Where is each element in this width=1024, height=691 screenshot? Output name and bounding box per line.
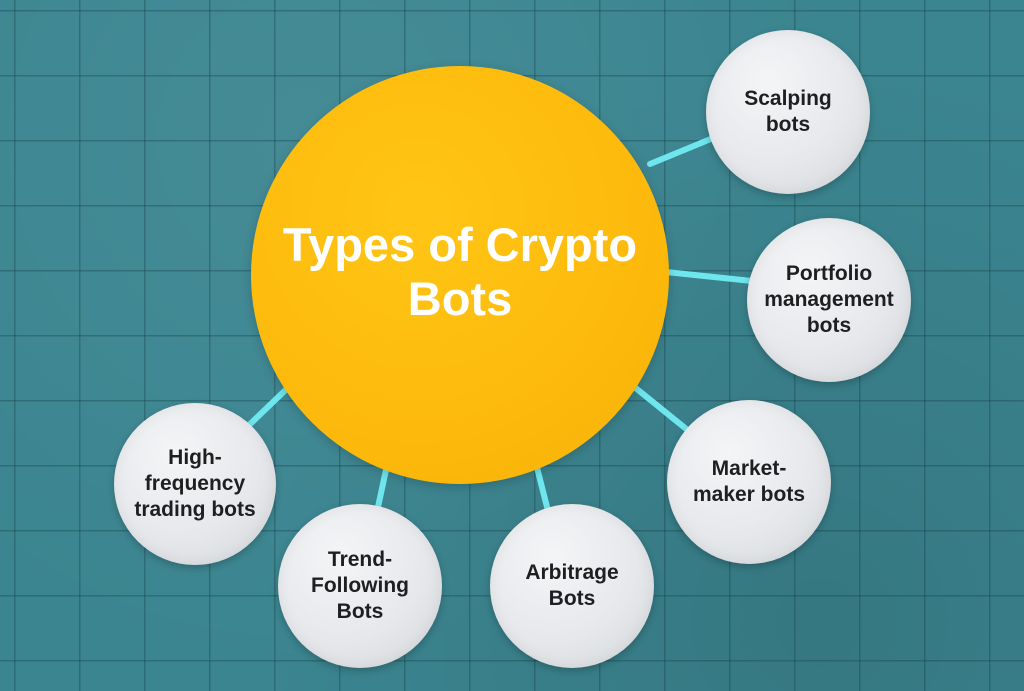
node-portfolio-management-bots: Portfolio management bots (747, 218, 911, 382)
node-arbitrage-bots: Arbitrage Bots (490, 504, 654, 668)
node-scalping-bots: Scalping bots (706, 30, 870, 194)
node-label: Scalping bots (744, 87, 832, 136)
connector-portfolio (663, 269, 755, 284)
diagram-title: Types of Crypto Bots (282, 218, 638, 325)
node-label: High- frequency trading bots (134, 446, 256, 521)
node-label: Portfolio management bots (764, 262, 894, 337)
central-topic-circle: Types of Crypto Bots (251, 66, 669, 484)
node-label: Arbitrage Bots (525, 561, 619, 610)
connector-scalping (647, 133, 721, 167)
node-market-maker-bots: Market- maker bots (667, 400, 831, 564)
node-high-frequency-trading-bots: High- frequency trading bots (114, 403, 276, 565)
node-label: Market- maker bots (692, 457, 806, 506)
node-label: Trend- Following Bots (311, 548, 409, 623)
node-trend-following-bots: Trend- Following Bots (278, 504, 442, 668)
